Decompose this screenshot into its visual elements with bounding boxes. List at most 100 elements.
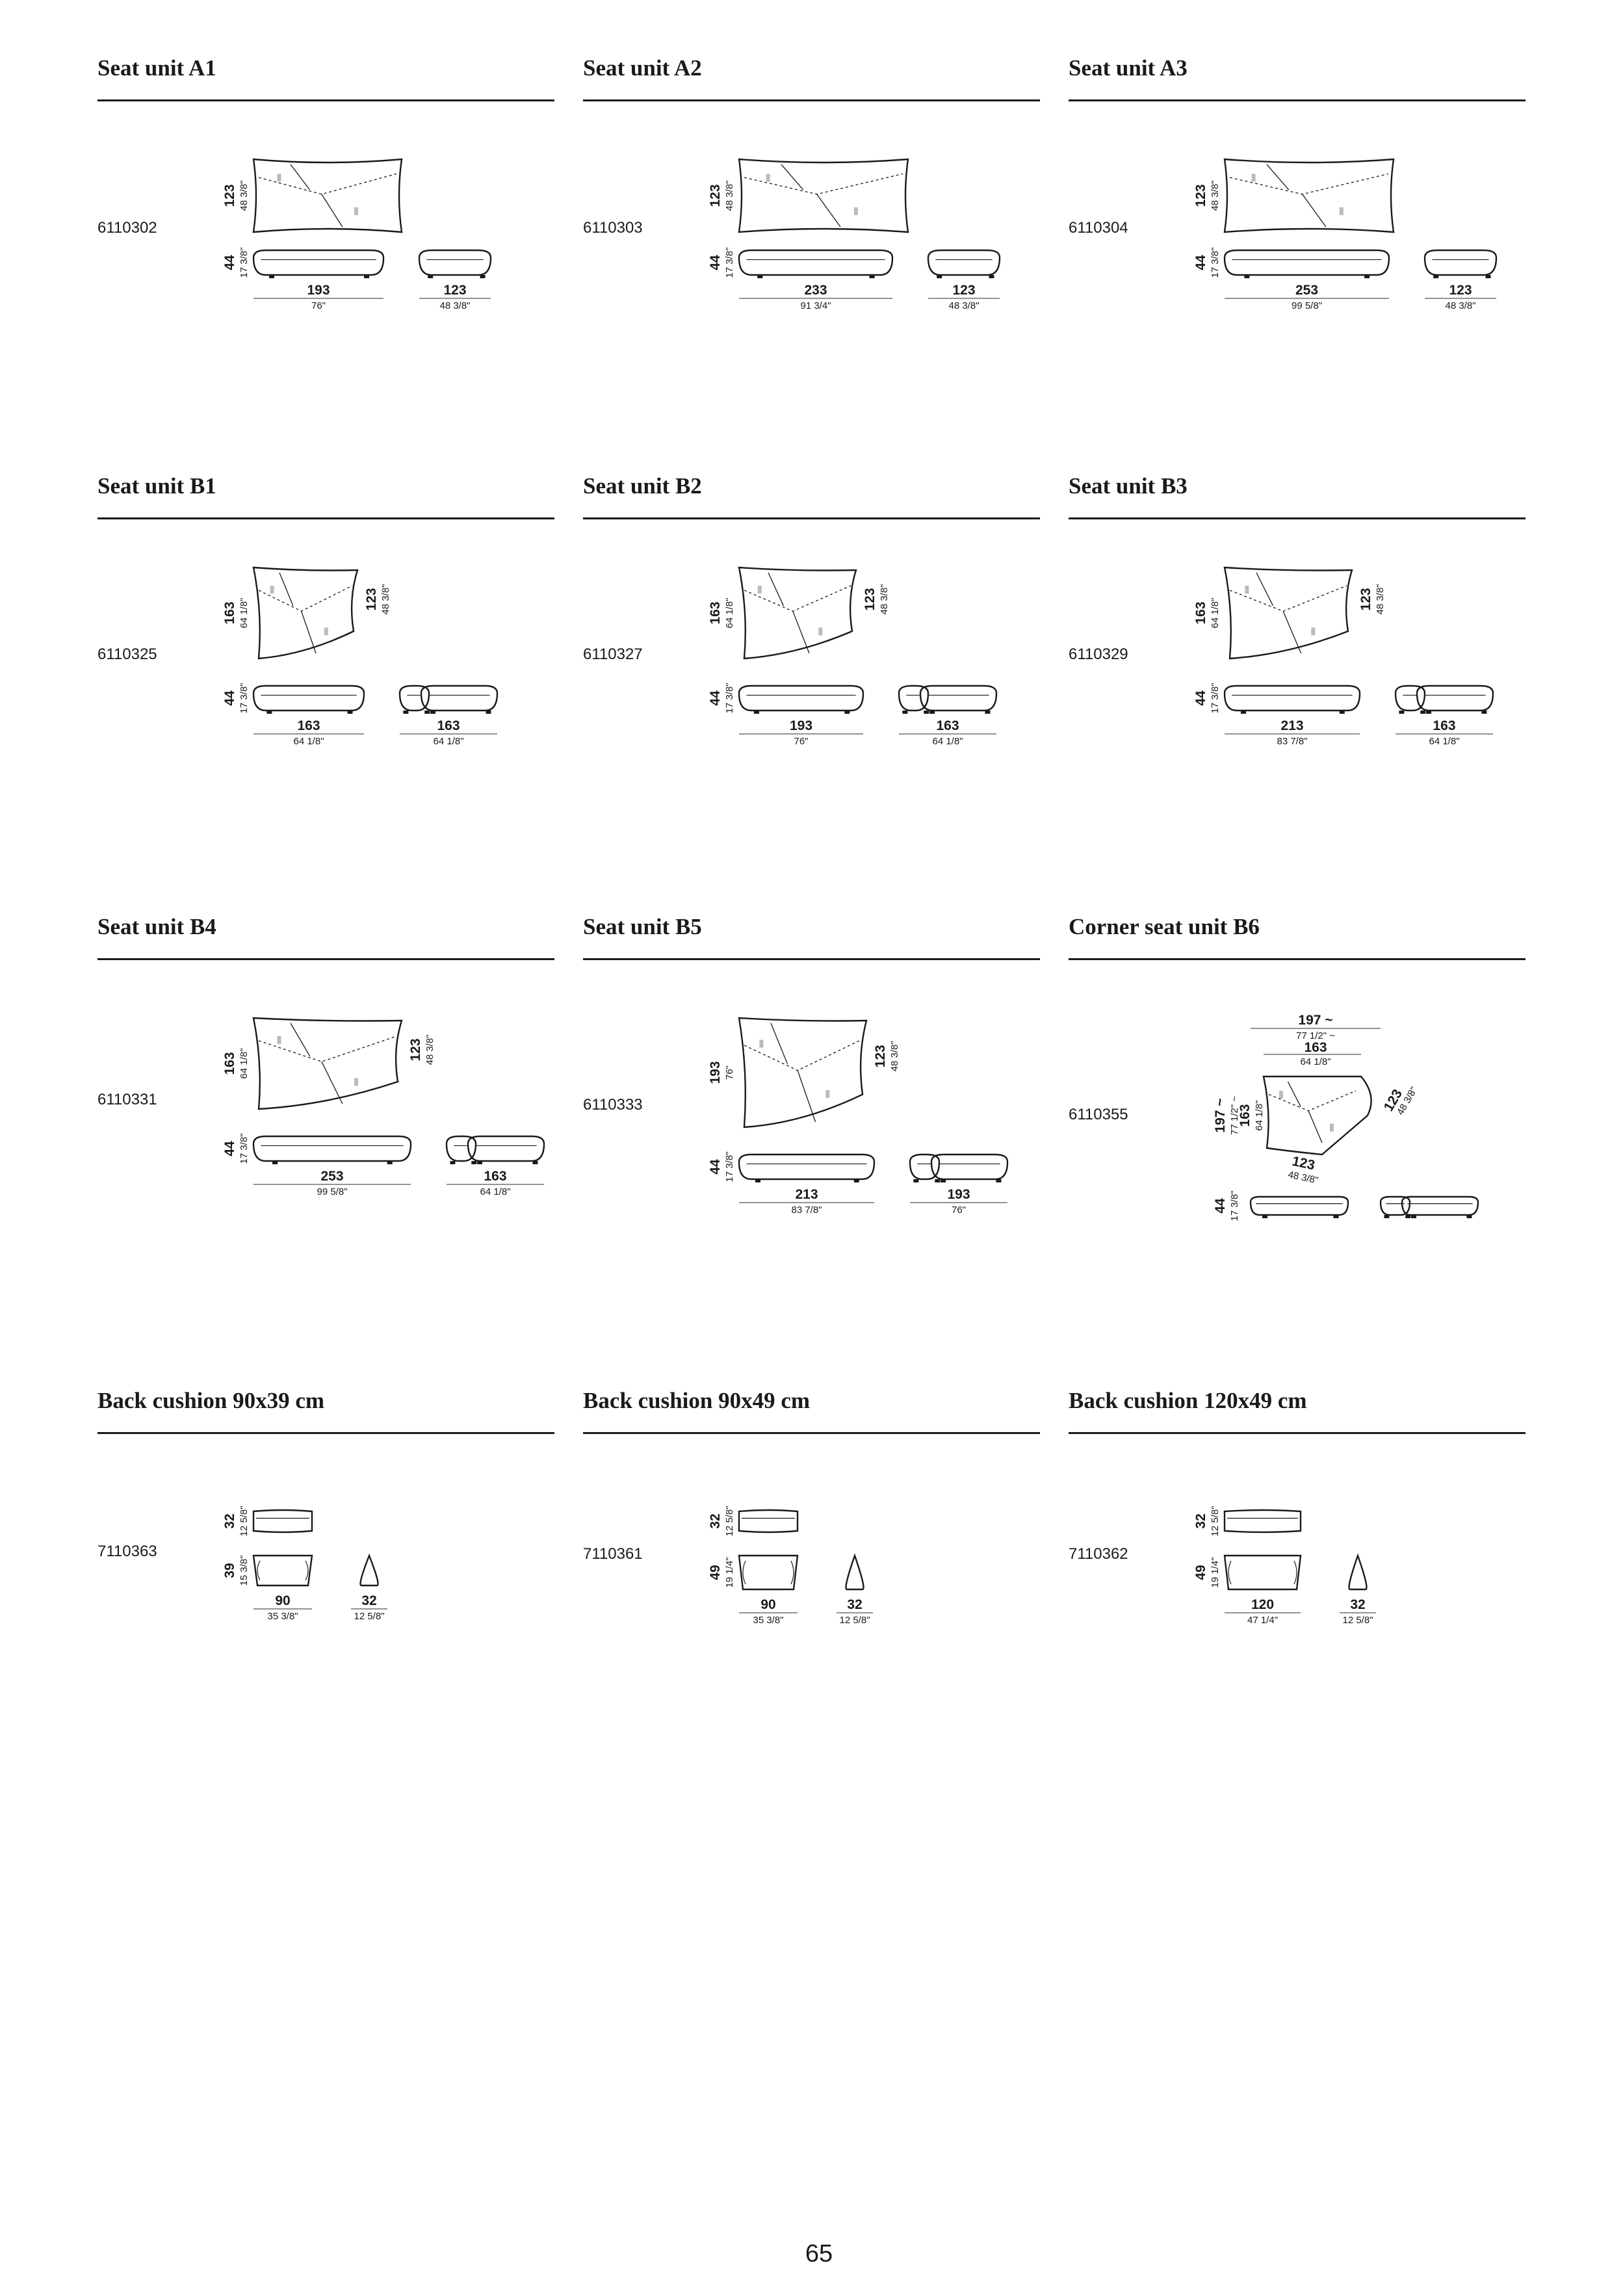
seam-line [1287,1081,1301,1107]
foot [941,1179,946,1182]
seam-line [1302,194,1327,228]
dimension-value: 163 [437,718,460,733]
tag-mark [757,586,762,594]
dimension-value-inch: 64 1/8" [1254,1100,1265,1130]
section-title: Seat unit B2 [583,473,702,499]
dimension-value: 123 [1358,588,1373,610]
seat-seam [790,1560,794,1585]
seam-line [258,1036,397,1062]
dimension-value-inch: 19 1/4" [724,1557,735,1587]
foot [869,275,875,278]
dimension-value: 123 [408,1038,423,1061]
dimension-value-inch: 12 5/8" [839,1615,870,1626]
dimension-value-inch: 99 5/8" [1292,300,1322,311]
dimension-value-inch: 64 1/8" [1300,1056,1331,1067]
dimension-value-inch: 19 1/4" [1210,1557,1221,1587]
dimension-value: 123 [443,283,466,298]
foot [1426,711,1432,714]
dimension-value-inch: 15 3/8" [239,1555,250,1585]
seam-line [770,1023,788,1064]
foot [937,275,942,278]
dimension-value: 44 [1213,1198,1228,1214]
dimension-value: 163 [484,1169,506,1184]
seam-line [1266,164,1290,190]
foot [1262,1215,1267,1218]
dimension-value-inch: 76" [952,1205,966,1216]
tag-mark [277,174,281,182]
dimension-value: 44 [1193,690,1208,706]
dimension-value-inch: 12 5/8" [239,1506,250,1536]
foot [1384,1215,1390,1218]
section-title: Seat unit B3 [1069,473,1188,499]
title-rule [583,958,1040,960]
foot [1411,1215,1417,1218]
dimension-value-inch: 48 3/8" [1375,584,1386,614]
seat-seam [305,1560,309,1581]
foot [477,1161,483,1164]
title-rule [583,99,1040,101]
end-view-back [445,1135,477,1162]
dimension-value: 44 [708,255,723,270]
foot [364,275,369,278]
dimension-value: 163 [297,718,320,733]
dimension-value: 163 [708,601,723,624]
foot [1240,711,1246,714]
seam-line [290,164,311,190]
product-code: 6110303 [583,219,643,237]
dimension-value-inch: 17 3/8" [1229,1190,1240,1221]
dimension-value-inch: 76" [794,736,808,747]
dimension-value: 123 [1449,283,1472,298]
foot [902,711,908,714]
seam-line [792,610,810,654]
dimension-value: 32 [847,1597,862,1612]
section-title: Back cushion 90x39 cm [97,1388,325,1413]
dimension-value-inch: 76" [724,1065,735,1080]
foot [757,275,763,278]
product-code: 6110325 [97,646,157,663]
dimension-value-inch: 48 3/8" [879,584,890,614]
dimension-value-inch: 17 3/8" [1210,247,1221,278]
side-view-outline [1249,1195,1349,1216]
seam-line [781,164,804,190]
dimension-value: 120 [1251,1597,1274,1612]
product-code: 6110329 [1069,646,1128,663]
tag-mark [1311,627,1316,636]
section-title: Seat unit B5 [583,914,702,939]
end-view-back [898,685,929,712]
foot [853,1179,859,1182]
page-number: 65 [805,2240,833,2267]
foot [486,711,491,714]
title-rule [583,1432,1040,1434]
product-code: 6110302 [97,219,157,237]
dimension-value: 163 [1304,1040,1327,1055]
dimension-value: 253 [320,1169,343,1184]
end-view-outline [845,1553,864,1591]
section-corner-seat-unit-b6: Corner seat unit B6 6110355 197 ~77 1/2"… [1069,914,1526,1278]
foot [430,711,436,714]
dimension-value-inch: 12 5/8" [1342,1615,1373,1626]
dimension-value-inch: 48 3/8" [1287,1169,1319,1186]
dimension-value-inch: 12 5/8" [724,1506,735,1536]
product-code: 6110355 [1069,1106,1128,1123]
side-view-outline [252,685,365,712]
section-title: Back cushion 90x49 cm [583,1388,811,1413]
end-view-outline [1423,249,1498,276]
dimension-value-inch: 76" [311,300,326,311]
section-title: Corner seat unit B6 [1069,914,1260,939]
dimension-value-inch: 35 3/8" [267,1611,298,1622]
foot [989,275,994,278]
dimension-value-inch: 48 3/8" [1445,300,1475,311]
dimension-value-inch: 48 3/8" [239,180,250,211]
section-title: Seat unit A1 [97,55,216,81]
side-view-outline [252,249,385,276]
